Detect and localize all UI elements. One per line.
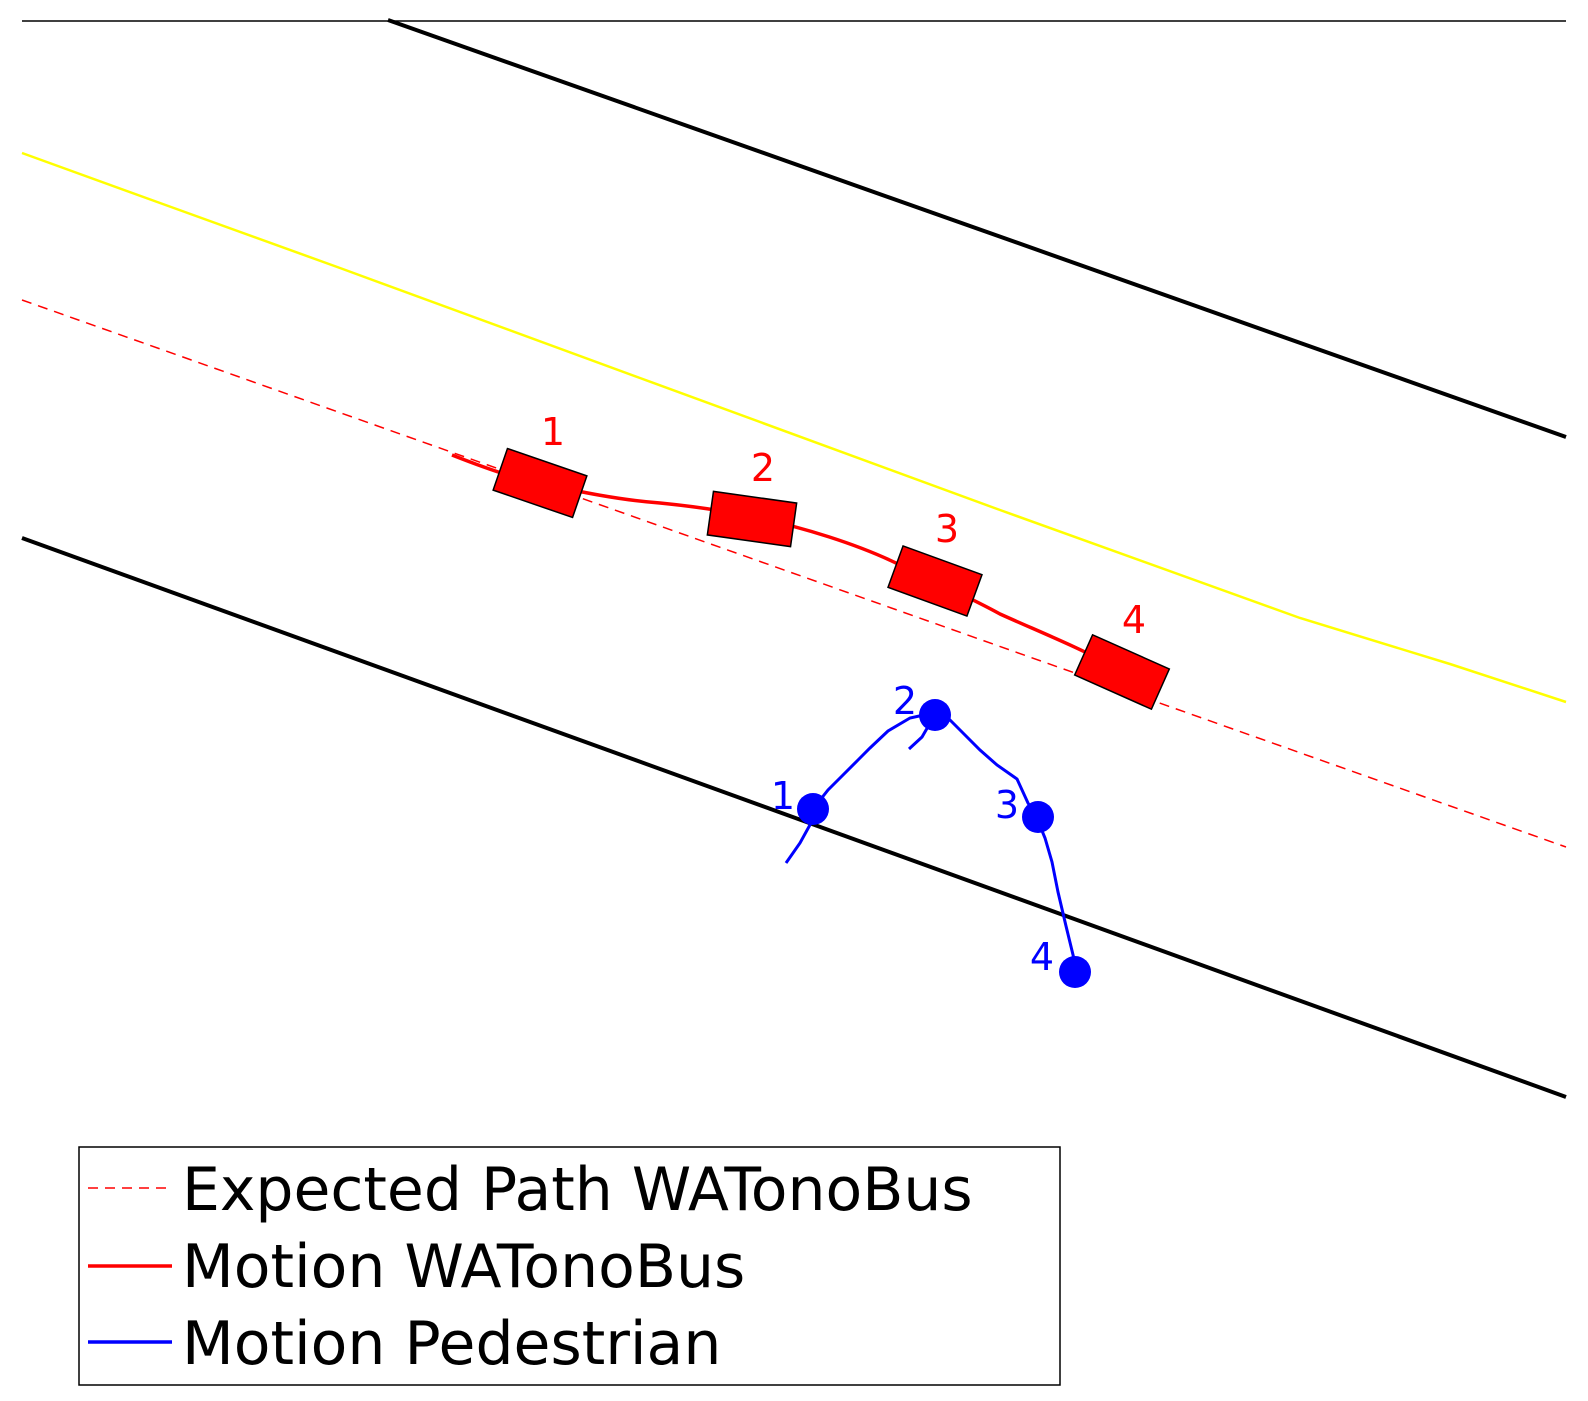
pedestrian-marker-4 — [1059, 956, 1091, 988]
pedestrian-step-label-3: 3 — [995, 783, 1019, 827]
legend-label-expected-path: Expected Path WATonoBus — [182, 1155, 973, 1225]
pedestrian-marker-1 — [797, 793, 829, 825]
pedestrian-motion-path — [784, 711, 1077, 964]
bus-step-label-1: 1 — [541, 410, 565, 454]
bus-box-1 — [492, 447, 588, 519]
bus-box-2 — [706, 490, 798, 548]
pedestrian-step-label-2: 2 — [893, 679, 917, 723]
legend-label-pedestrian-motion: Motion Pedestrian — [182, 1309, 721, 1379]
road-edge-lower — [21, 536, 1567, 1099]
legend-label-bus-motion: Motion WATonoBus — [182, 1232, 745, 1302]
road-edge-upper — [387, 18, 1567, 439]
pedestrian-marker-3 — [1022, 801, 1054, 833]
lane-center-line — [21, 151, 1567, 704]
bus-box-3 — [887, 545, 983, 617]
bus-box-4 — [1073, 633, 1171, 711]
pedestrian-step-label-1: 1 — [771, 774, 795, 818]
expected-path-line — [21, 299, 1567, 848]
bus-step-label-2: 2 — [751, 446, 775, 490]
pedestrian-step-label-4: 4 — [1030, 935, 1054, 979]
bus-step-label-3: 3 — [935, 507, 959, 551]
bus-step-label-4: 4 — [1122, 598, 1146, 642]
legend: Expected Path WATonoBus Motion WATonoBus… — [78, 1146, 1061, 1386]
legend-box — [78, 1146, 1061, 1386]
pedestrian-marker-2 — [919, 699, 951, 731]
